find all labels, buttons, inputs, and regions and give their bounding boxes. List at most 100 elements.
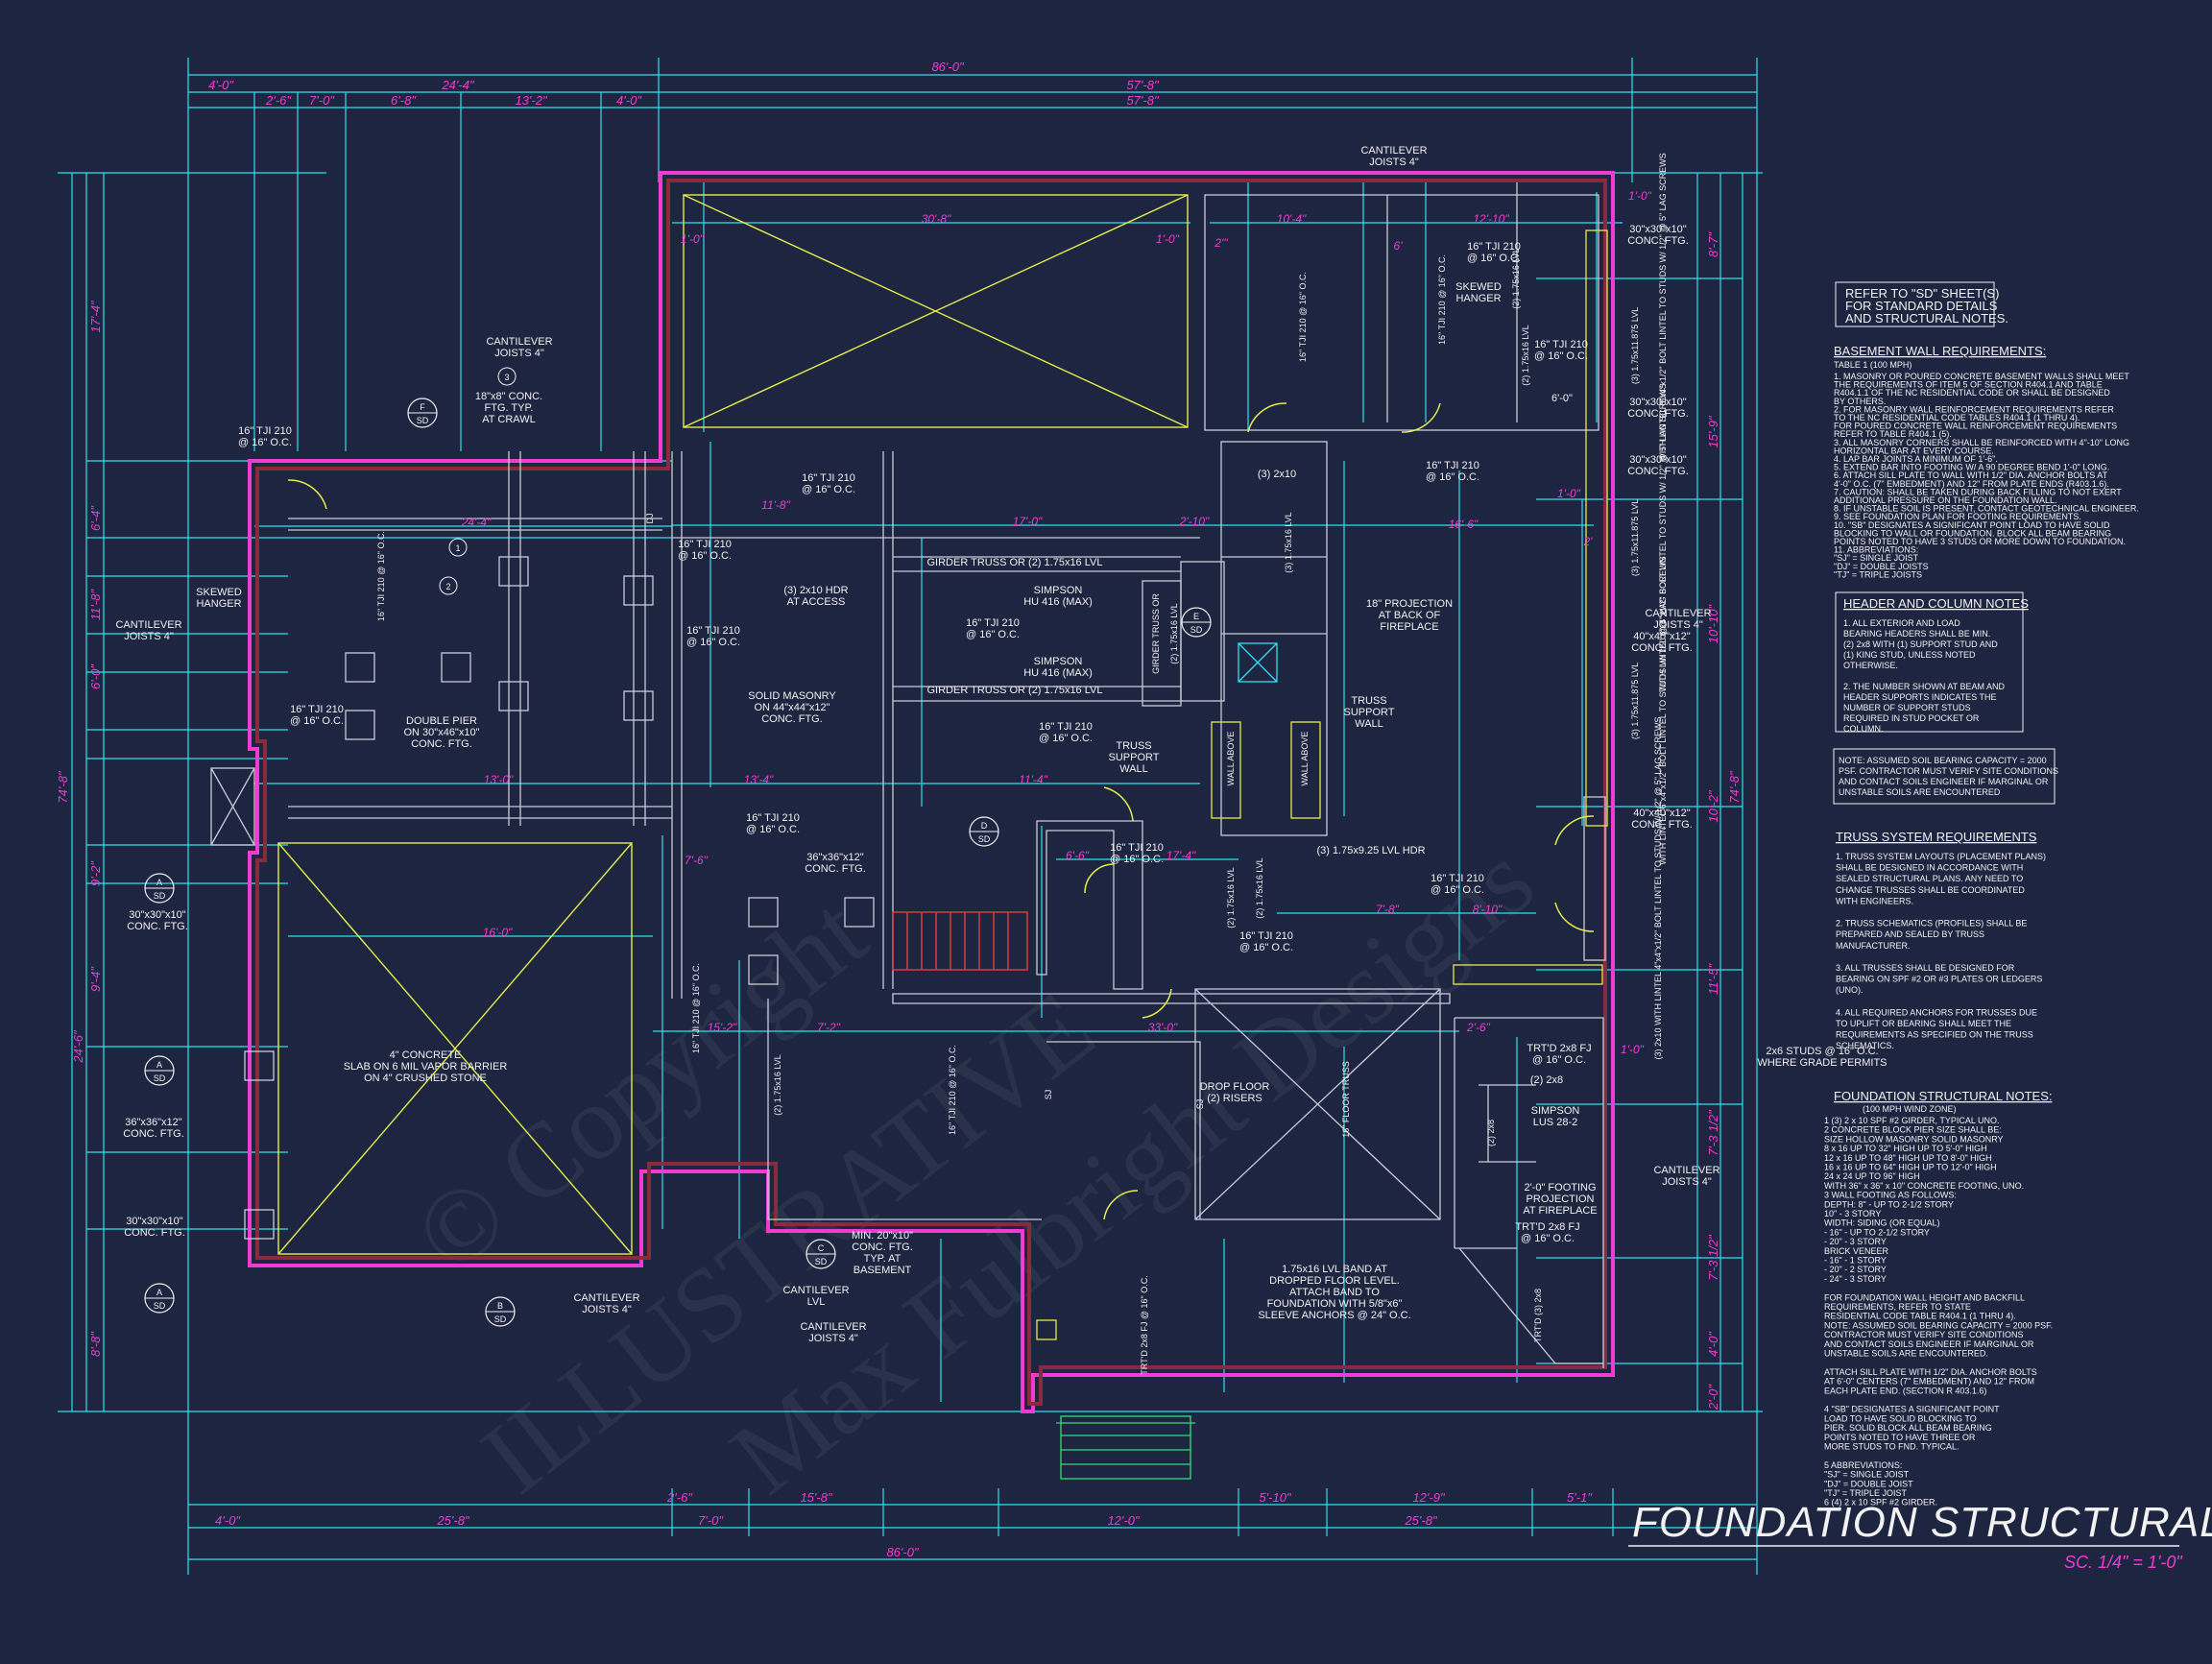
annotation-line: CONC. FTG. (1627, 235, 1689, 247)
section-marker-id: D (981, 821, 988, 831)
dim-interior: 6'-6" (1066, 849, 1090, 862)
dim-left: 74'-8" (56, 770, 70, 804)
annotation-line: @ 16" O.C. (1521, 1233, 1575, 1244)
annotation-line: SIMPSON (1034, 656, 1083, 667)
annotation-line: SUPPORT (1109, 752, 1160, 763)
note-line: COLUMN. (1843, 724, 1884, 734)
annotation-line: 4" CONCRETE (390, 1049, 462, 1061)
dim-left: 9'-4" (88, 966, 103, 992)
section-marker: ASD (144, 1055, 175, 1086)
section-marker-sheet: SD (1190, 625, 1203, 635)
dim-interior: 2'-10" (1179, 515, 1210, 528)
note-line: PIER. SOLID BLOCK ALL BEAM BEARING (1824, 1423, 1992, 1433)
foundation-notes-subheading: (100 MPH WIND ZONE) (1863, 1104, 1957, 1114)
annotation: 16" TJI 210@ 16" O.C. (1534, 339, 1588, 362)
annotation: 16" TJI 210@ 16" O.C. (1426, 460, 1479, 483)
annotation-line: 30"x30"x10" (126, 1216, 183, 1227)
dim-left: 6'-4" (88, 505, 103, 531)
annotation-line: 18"x8" CONC. (475, 391, 542, 402)
annotation-line: CONC. FTG. (805, 863, 866, 875)
section-marker-id: B (497, 1301, 503, 1311)
section-marker-id: A (156, 1288, 162, 1297)
section-marker: ASD (144, 873, 175, 904)
pier-number: 2 (439, 576, 458, 595)
annotation-line: TRUSS (1116, 740, 1151, 752)
annotation-line: @ 16" O.C. (1426, 471, 1479, 483)
annotation-line: FIREPLACE (1380, 621, 1438, 633)
dim-right: 74'-8" (1727, 770, 1742, 804)
note-line: MORE STUDS TO FND. TYPICAL. (1824, 1442, 1960, 1452)
note-line: SHALL BE DESIGNED IN ACCORDANCE WITH (1836, 863, 2023, 873)
note-line: ADDITIONAL PRESSURE ON THE FOUNDATION WA… (1834, 495, 2057, 505)
annotation: 30"x30"x10"CONC. FTG. (1627, 224, 1689, 247)
notes-panel: REFER TO "SD" SHEET(S) FOR STANDARD DETA… (1824, 281, 2139, 1507)
note-line: 2. FOR MASONRY WALL REINFORCEMENT REQUIR… (1834, 404, 2114, 414)
annotation-line: HU 416 (MAX) (1023, 667, 1093, 679)
note-line: 2 CONCRETE BLOCK PIER SIZE SHALL BE: (1824, 1125, 2002, 1135)
annotation-line: 16" TJI 210 (1239, 930, 1293, 942)
note-line: 10. "SB" DESIGNATES A SIGNIFICANT POINT … (1834, 520, 2110, 530)
dimension-frame (58, 58, 1763, 1575)
annotation-line: GIRDER TRUSS OR (2) 1.75x16 LVL (927, 557, 1103, 568)
dim-top: 57'-8" (1126, 93, 1160, 108)
note-line: 8. IF UNSTABLE SOIL IS PRESENT, CONTACT … (1834, 504, 2139, 514)
annotation: GIRDER TRUSS OR (2) 1.75x16 LVL (927, 685, 1103, 696)
annotation: 16" TJI 210@ 16" O.C. (1431, 873, 1484, 896)
note-line: 3. ALL MASONRY CORNERS SHALL BE REINFORC… (1834, 438, 2129, 447)
dim-interior: 15'-2" (708, 1021, 737, 1034)
note-line: 4. ALL REQUIRED ANCHORS FOR TRUSSES DUE (1836, 1007, 2037, 1017)
note-line: 5 ABBREVIATIONS: (1824, 1460, 1902, 1470)
annotation-line: 1.75x16 LVL BAND AT (1282, 1264, 1387, 1275)
annotation-line: AT ACCESS (787, 596, 846, 608)
refer-line-1: REFER TO "SD" SHEET(S) (1845, 286, 1999, 301)
annotation-line: CONC. FTG. (123, 1128, 184, 1140)
annotation-line: 16" TJI 210 (678, 539, 732, 550)
section-marker-id: A (156, 1060, 162, 1070)
note-line: REQUIREMENTS AS SPECIFIED ON THE TRUSS (1836, 1030, 2033, 1040)
dim-interior: 2' (1583, 535, 1594, 548)
dim-right: 11'-5" (1706, 963, 1720, 996)
annotation-line: 2x6 STUDS @ 16" O.C. (1766, 1046, 1878, 1057)
annotation-line: HU 416 (MAX) (1023, 596, 1093, 608)
vertical-annotation: 16" TJI 210 @ 16" O.C. (1437, 254, 1447, 345)
annotation-line: 16" TJI 210 (290, 704, 344, 715)
annotation-line: SLAB ON 6 MIL VAPOR BARRIER (344, 1061, 508, 1073)
note-line: 10" - 3 STORY (1824, 1209, 1881, 1218)
annotation-line: @ 16" O.C. (1532, 1054, 1586, 1066)
annotation-line: @ 16" O.C. (802, 484, 855, 495)
dim-interior: 11'-8" (761, 498, 790, 512)
truss-notes: 1. TRUSS SYSTEM LAYOUTS (PLACEMENT PLANS… (1836, 852, 2046, 1050)
soil-box (1833, 748, 2056, 805)
annotation: 16" TJI 210@ 16" O.C. (290, 704, 344, 727)
dimension-labels: 86'-0"4'-0"24'-4"57'-8"2'-6"7'-0"6'-8"13… (56, 60, 1742, 1559)
annotation-line: SUPPORT (1344, 707, 1395, 718)
note-line: THE REQUIREMENTS OF ITEM 5 OF SECTION R4… (1834, 380, 2103, 390)
dim-top: 7'-0" (309, 93, 335, 108)
dim-top: 24'-4" (441, 78, 475, 92)
drawing-scale: SC. 1/4" = 1'-0" (2064, 1553, 2183, 1572)
note-line: 11. ABBREVIATIONS: (1834, 545, 1918, 555)
note-line: - 20" - 3 STORY (1824, 1237, 1887, 1246)
note-line: 4 "SB" DESIGNATES A SIGNIFICANT POINT (1824, 1405, 2000, 1414)
dim-interior: 30'-8" (922, 212, 951, 226)
dim-interior: 11'-4" (1019, 773, 1047, 786)
annotation: 16" TJI 210@ 16" O.C. (746, 812, 800, 835)
note-line: - 16" - UP TO 2-1/2 STORY (1824, 1227, 1930, 1237)
annotation-line: AT FIREPLACE (1523, 1205, 1597, 1217)
annotation-line: @ 16" O.C. (678, 550, 732, 562)
annotation-line: CONC. FTG. (124, 1227, 185, 1239)
section-marker-id: C (818, 1243, 825, 1253)
annotation-line: CONC. FTG. (852, 1242, 913, 1253)
note-line: HORIZONTAL BAR AT EVERY COURSE. (1834, 446, 1994, 455)
section-marker-sheet: SD (154, 1301, 166, 1311)
dim-bottom: 25'-8" (436, 1513, 470, 1528)
annotation-line: DOUBLE PIER (406, 715, 477, 727)
